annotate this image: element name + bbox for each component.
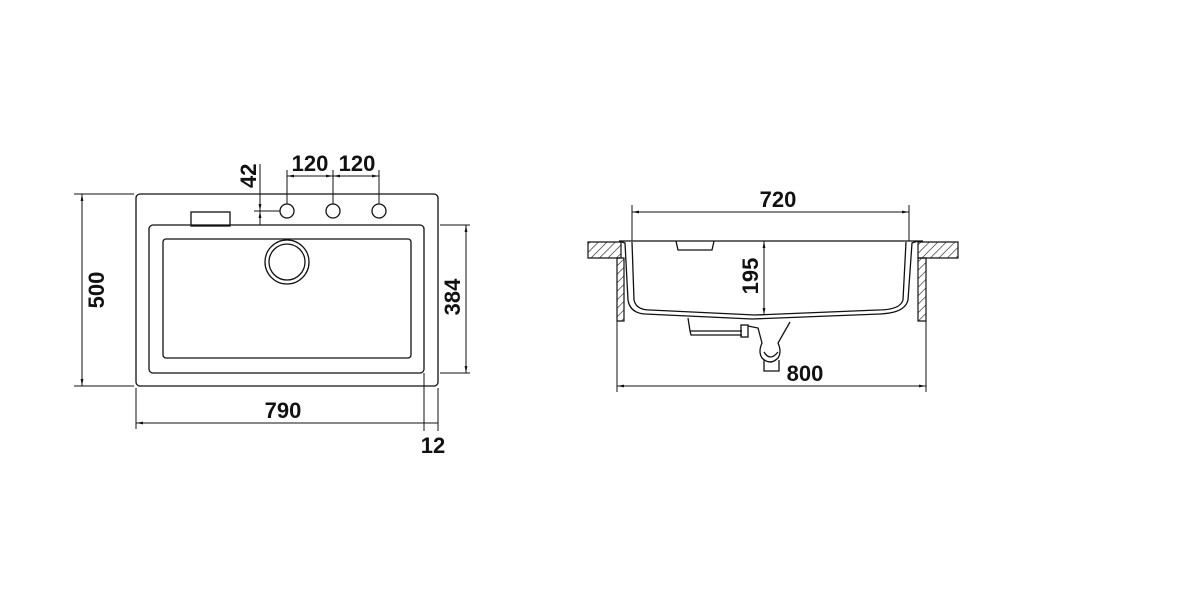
dimension-384: 384 (440, 224, 470, 374)
countertop-right (917, 241, 959, 322)
drain-icon (264, 239, 310, 285)
dimension-800: 800 (616, 321, 927, 392)
dimension-label-120-b: 120 (339, 151, 376, 176)
dimension-500: 500 (74, 193, 134, 387)
dimension-label-195: 195 (738, 258, 763, 295)
dimension-720: 720 (631, 187, 910, 241)
dimension-label-800: 800 (787, 361, 824, 386)
bowl-rim-outline (148, 224, 425, 374)
dimension-195: 195 (738, 241, 766, 315)
dimension-42: 42 (236, 164, 280, 225)
dimension-label-790: 790 (265, 398, 302, 423)
countertop-left (587, 241, 625, 322)
section-view: 720 195 800 (587, 187, 959, 392)
overflow-housing (675, 240, 715, 251)
sink-outer-outline (135, 193, 439, 387)
dimension-label-120-a: 120 (292, 151, 329, 176)
dimension-790: 790 12 (135, 373, 445, 458)
tap-hole-1 (279, 203, 295, 219)
waste-trap (687, 317, 791, 372)
sink-section-outline (618, 240, 923, 320)
bowl-inner-outline (162, 238, 412, 359)
overflow-slot (190, 211, 231, 227)
dimension-label-500: 500 (84, 272, 109, 309)
top-view: 42 120 120 500 384 (74, 151, 470, 458)
dimension-label-720: 720 (760, 187, 797, 212)
tap-hole-3 (371, 203, 387, 219)
dimension-label-42: 42 (236, 164, 261, 188)
tap-hole-2 (325, 203, 341, 219)
dimension-label-384: 384 (440, 278, 465, 315)
dimension-tap-spacing: 120 120 (286, 151, 380, 204)
dimension-label-12: 12 (421, 433, 445, 458)
